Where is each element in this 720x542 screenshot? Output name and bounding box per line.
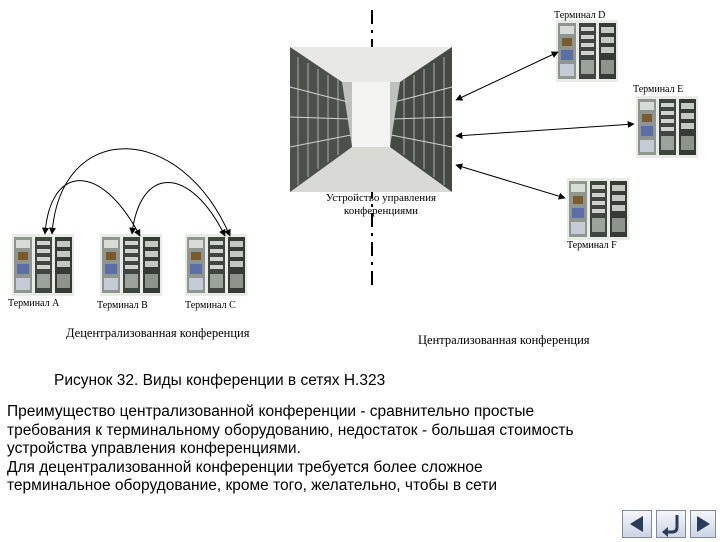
right-arrow-icon — [697, 516, 710, 532]
prev-button[interactable] — [622, 510, 652, 538]
server-image — [289, 47, 453, 192]
next-button[interactable] — [690, 510, 716, 538]
body-line: устройства управления конференциями. — [7, 440, 301, 457]
decentralized-caption: Децентрализованная конференция — [66, 326, 250, 340]
body-line: требования к терминальному оборудованию,… — [7, 421, 574, 439]
server-label: Устройство управления конференциями — [296, 192, 466, 218]
terminal-b-label: Терминал B — [97, 300, 148, 311]
terminal-d-icon — [556, 20, 618, 82]
return-button[interactable] — [656, 510, 686, 538]
left-arrow-icon — [630, 516, 643, 532]
terminal-f-label: Терминал F — [567, 240, 617, 251]
server-label-line2: конференциями — [343, 205, 419, 217]
body-text: Преимущество централизованной конференци… — [7, 403, 719, 496]
terminal-c-label: Терминал C — [185, 300, 236, 311]
terminal-a-icon — [12, 234, 74, 296]
body-line: Преимущество централизованной конференци… — [7, 403, 535, 420]
terminal-d-label: Терминал D — [554, 10, 606, 21]
figure-caption: Рисунок 32. Виды конференции в сетях H.3… — [54, 372, 386, 389]
server-label-line1: Устройство управления — [325, 192, 437, 204]
decentralized-links — [41, 148, 231, 237]
body-line: Для децентрализованной конференции требу… — [7, 458, 483, 476]
terminal-e-label: Терминал E — [633, 84, 684, 95]
terminal-a-label: Терминал A — [8, 298, 60, 309]
body-line: терминальное оборудование, кроме того, ж… — [7, 477, 498, 494]
terminal-f-icon — [567, 178, 629, 240]
terminal-c-icon — [185, 234, 247, 296]
return-arrow-icon — [662, 515, 679, 537]
terminal-e-icon — [636, 96, 698, 158]
centralized-links — [455, 51, 635, 200]
terminal-b-icon — [100, 234, 162, 296]
centralized-caption: Централизованная конференция — [418, 333, 590, 347]
